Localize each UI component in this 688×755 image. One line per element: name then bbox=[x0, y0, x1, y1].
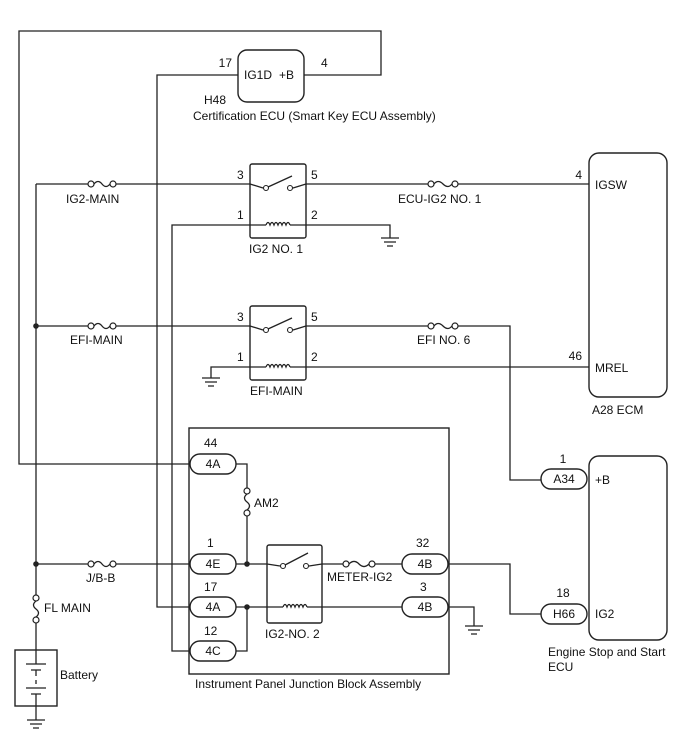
engine-ecu-label-line2: ECU bbox=[548, 660, 573, 674]
fuse-am2 bbox=[243, 487, 251, 517]
connector-code: 4A bbox=[206, 600, 221, 614]
connector-4a-17 bbox=[189, 596, 237, 618]
connector-pin: 44 bbox=[204, 436, 218, 450]
relay-pin: 2 bbox=[311, 350, 318, 364]
wire-ig1d-to-4a17 bbox=[156, 74, 238, 608]
igsw-pin-number: 4 bbox=[575, 168, 582, 182]
bplus-terminal-label: +B bbox=[279, 68, 294, 82]
fuse-fl-main-label: FL MAIN bbox=[44, 601, 91, 615]
junction-block-frame bbox=[188, 427, 450, 675]
a34-connector bbox=[540, 468, 588, 490]
relay-pin: 1 bbox=[237, 208, 244, 222]
connector-code: 4A bbox=[206, 457, 221, 471]
ecm-code-name: A28 ECM bbox=[592, 403, 643, 417]
engine-ecu-bplus-label: +B bbox=[595, 473, 610, 487]
battery-symbol bbox=[14, 649, 58, 707]
ground-icon bbox=[465, 625, 483, 635]
mrel-pin-number: 46 bbox=[569, 349, 583, 363]
fuse-ig2-main bbox=[87, 180, 117, 188]
certification-ecu-name: Certification ECU (Smart Key ECU Assembl… bbox=[193, 109, 436, 123]
relay-ig2-no1 bbox=[249, 163, 307, 239]
relay-efi-main-label: EFI-MAIN bbox=[250, 384, 303, 398]
wire-ig2no1-coil-to-4c12 bbox=[171, 224, 250, 652]
wire-ecu-bplus-to-4a44 bbox=[18, 30, 382, 465]
engine-stop-ecu-box bbox=[588, 455, 668, 641]
junction-dots bbox=[33, 323, 250, 610]
ecm-box bbox=[588, 152, 668, 398]
wire-4b32-to-h66 bbox=[448, 563, 541, 615]
connector-4b-32 bbox=[401, 553, 449, 575]
connector-code: 4C bbox=[205, 644, 221, 658]
ig1d-terminal-label: IG1D bbox=[244, 68, 272, 82]
connector-code: 4B bbox=[418, 600, 433, 614]
certification-ecu-code: H48 bbox=[204, 93, 226, 107]
fuse-ecu-ig2-no1-label: ECU-IG2 NO. 1 bbox=[398, 192, 482, 206]
relay-ig2-no1-label: IG2 NO. 1 bbox=[249, 242, 303, 256]
relay-pin: 5 bbox=[311, 310, 318, 324]
fuse-ig2-main-label: IG2-MAIN bbox=[66, 192, 119, 206]
connector-pin: 17 bbox=[204, 580, 218, 594]
mrel-terminal-label: MREL bbox=[595, 361, 629, 375]
fuse-ecu-ig2-no1 bbox=[427, 180, 459, 188]
wire-ig2no1-ground bbox=[306, 224, 391, 238]
fuse-jb-b bbox=[87, 560, 117, 568]
fuse-efi-main bbox=[87, 322, 117, 330]
relay-pin: 5 bbox=[311, 168, 318, 182]
connector-pin: 3 bbox=[420, 580, 427, 594]
fuse-fl-main bbox=[32, 594, 40, 624]
wires bbox=[18, 30, 589, 720]
h66-pin-number: 18 bbox=[556, 586, 570, 600]
wire-4c12-to-coil bbox=[236, 607, 248, 652]
ground-icon bbox=[202, 377, 220, 387]
connector-4a-44 bbox=[189, 453, 237, 475]
relay-ig2-no2-label: IG2-NO. 2 bbox=[265, 627, 320, 641]
relay-pin: 1 bbox=[237, 350, 244, 364]
junction-dot bbox=[33, 323, 39, 329]
relay-efi-main bbox=[249, 305, 307, 381]
connector-4e-1 bbox=[189, 553, 237, 575]
certification-ecu-box bbox=[237, 49, 305, 103]
relay-pin: 3 bbox=[237, 310, 244, 324]
connector-pin: 12 bbox=[204, 624, 218, 638]
junction-dot bbox=[33, 561, 39, 567]
connector-4c-12 bbox=[189, 640, 237, 662]
junction-dot bbox=[244, 604, 250, 610]
junction-dot bbox=[244, 561, 250, 567]
fuse-meter-ig2-label: METER-IG2 bbox=[327, 570, 393, 584]
a34-pin-number: 1 bbox=[560, 452, 567, 466]
a34-connector-code: A34 bbox=[553, 472, 575, 486]
ground-icon bbox=[27, 719, 45, 729]
fuse-efi-no6-label: EFI NO. 6 bbox=[417, 333, 471, 347]
fuse-meter-ig2 bbox=[342, 560, 376, 568]
h66-connector bbox=[540, 603, 588, 625]
relay-ig2-no2 bbox=[266, 544, 323, 624]
h66-connector-code: H66 bbox=[553, 607, 575, 621]
wire-4b3-ground bbox=[448, 606, 475, 626]
connector-pin: 1 bbox=[207, 536, 214, 550]
connector-code: 4E bbox=[206, 557, 221, 571]
relay-pin: 2 bbox=[311, 208, 318, 222]
fuse-am2-label: AM2 bbox=[254, 496, 279, 510]
ground-icon bbox=[381, 237, 399, 247]
fuse-efi-main-label: EFI-MAIN bbox=[70, 333, 123, 347]
connector-code: 4B bbox=[418, 557, 433, 571]
igsw-terminal-label: IGSW bbox=[595, 178, 628, 192]
fuse-jb-b-label: J/B-B bbox=[86, 571, 115, 585]
connector-4b-3 bbox=[401, 596, 449, 618]
wire-efimain-coil-ground bbox=[210, 366, 250, 378]
wire-4a44-to-am2 bbox=[236, 463, 248, 488]
relay-pin: 3 bbox=[237, 168, 244, 182]
battery-label: Battery bbox=[60, 668, 98, 682]
wire-efino6-to-a34 bbox=[458, 325, 541, 481]
ig1d-pin-number: 17 bbox=[219, 56, 233, 70]
junction-block-label: Instrument Panel Junction Block Assembly bbox=[195, 677, 421, 691]
bplus-pin-number: 4 bbox=[321, 56, 328, 70]
engine-ecu-label-line1: Engine Stop and Start bbox=[548, 645, 666, 659]
connector-pin: 32 bbox=[416, 536, 430, 550]
engine-ecu-ig2-label: IG2 bbox=[595, 607, 615, 621]
fuse-efi-no6 bbox=[427, 322, 459, 330]
